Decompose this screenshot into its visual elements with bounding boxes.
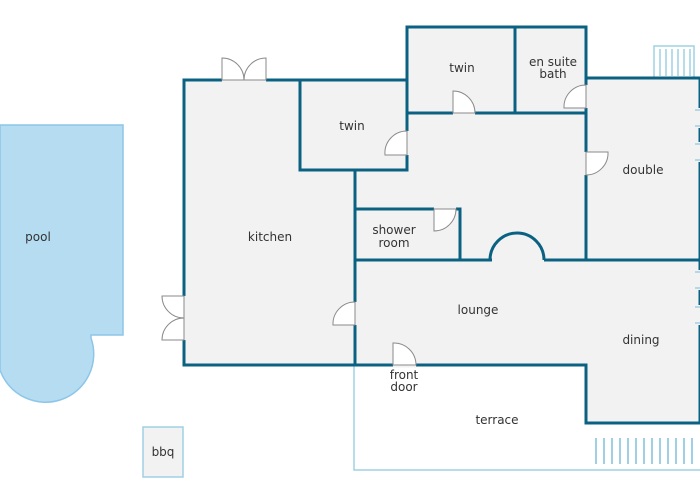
kitchen-side-doors[interactable]	[161, 295, 185, 341]
kitchen-label: kitchen	[248, 230, 292, 244]
kitchen-french-doors[interactable]	[221, 57, 267, 81]
front-door-label-1: front	[390, 368, 419, 382]
pool	[0, 124, 124, 403]
terrace-label: terrace	[475, 413, 518, 427]
terrace-steps	[595, 438, 693, 464]
twin-1-door[interactable]	[384, 130, 408, 156]
bbq-label: bbq	[152, 445, 175, 459]
archway	[488, 231, 546, 261]
en-suite-door[interactable]	[563, 84, 587, 109]
shower-label-1: shower	[372, 223, 415, 237]
shower-label-2: room	[378, 236, 409, 250]
dining-label: dining	[622, 333, 659, 347]
twin-2-label: twin	[449, 61, 474, 75]
pool-shape	[0, 124, 124, 403]
twin-2-door[interactable]	[452, 90, 476, 114]
front-door[interactable]	[392, 342, 417, 366]
lounge-side-door[interactable]	[332, 301, 356, 326]
en-suite-label-1: en suite	[529, 55, 577, 69]
front-door-label-2: door	[390, 380, 417, 394]
terrace-outline	[353, 365, 700, 471]
double-label: double	[623, 163, 664, 177]
shower-door[interactable]	[433, 208, 457, 232]
kitchen-room	[182, 78, 357, 367]
double-door[interactable]	[585, 151, 609, 176]
pool-label: pool	[25, 230, 51, 244]
lounge-dining-room	[353, 258, 700, 425]
right-windows	[695, 109, 700, 324]
bbq-box	[142, 426, 184, 478]
twin-1-label: twin	[339, 119, 364, 133]
balcony	[653, 45, 695, 79]
lounge-label: lounge	[458, 303, 499, 317]
en-suite-label-2: bath	[539, 67, 566, 81]
